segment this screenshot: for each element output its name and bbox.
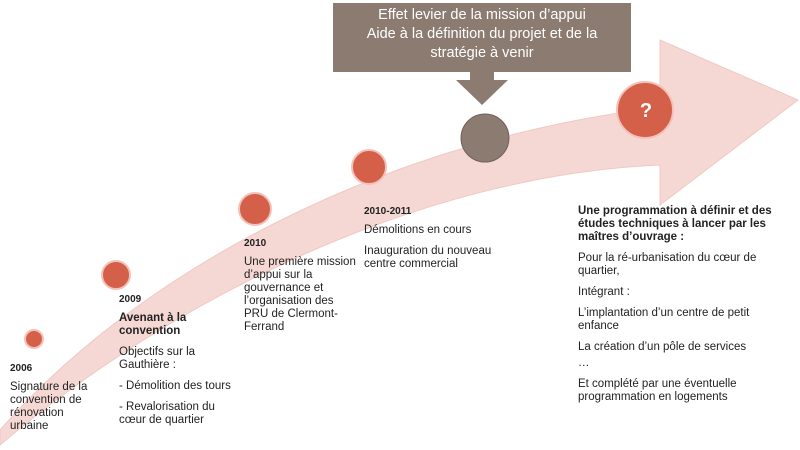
milestone-line: rénovation [10, 407, 64, 419]
milestone-line: Une première mission d’appui sur la gouv… [244, 256, 356, 333]
milestone-year: 2010 [244, 238, 267, 249]
milestone-2010-2011-text: 2010-2011 Démolitions en cours Inaugurat… [364, 205, 504, 274]
milestone-line: Inauguration du nouveau centre commercia… [364, 245, 492, 270]
future-line: Et complété par une éventuelle programma… [578, 378, 737, 403]
milestone-2010-text: 2010 Une première mission d’appui sur la… [244, 237, 359, 334]
callout-line: stratégie à venir [430, 45, 534, 61]
current-position-dot [460, 113, 510, 163]
future-text: Une programmation à définir et des étude… [578, 205, 778, 407]
milestone-line: Signature de la [10, 381, 88, 393]
milestone-heading: Avenant à la convention [119, 312, 187, 337]
milestone-year: 2006 [10, 363, 33, 374]
future-question-dot [616, 81, 674, 139]
future-line: Pour la ré-urbanisation du cœur de quart… [578, 252, 757, 277]
milestone-line: Objectifs sur la Gauthière : [119, 346, 196, 371]
future-line: La création d’un pôle de services [578, 341, 747, 353]
callout-box [333, 3, 631, 105]
milestone-2009-dot [101, 260, 131, 290]
milestone-year: 2010-2011 [364, 206, 412, 217]
timeline-arrow [0, 39, 799, 446]
milestone-line: convention de [10, 394, 82, 406]
milestone-line: - Démolition des tours [119, 380, 231, 392]
milestone-2010-2011-dot [351, 149, 387, 185]
milestone-line: - Revalorisation du cœur de quartier [119, 401, 215, 426]
future-heading: Une programmation à définir et des étude… [578, 205, 772, 243]
milestone-year: 2009 [119, 294, 142, 305]
future-line: Intégrant : [578, 286, 630, 298]
milestone-2006-dot [24, 329, 44, 349]
milestone-line: Démolitions en cours [364, 224, 472, 236]
callout-line: Effet levier de la mission d’appui [378, 7, 586, 23]
milestone-2010-dot [238, 192, 272, 226]
milestone-2006-text: 2006 Signature de la convention de rénov… [10, 362, 105, 433]
future-line: … [578, 357, 590, 369]
callout-line: Aide à la définition du projet et de la [366, 26, 598, 42]
question-mark: ? [639, 100, 653, 122]
milestone-line: urbaine [10, 420, 49, 432]
milestone-2009-text: 2009 Avenant à la convention Objectifs s… [119, 293, 231, 430]
callout-text: Effet levier de la mission d’appui Aide … [334, 6, 630, 63]
future-line: L’implantation d’un centre de petit enfa… [578, 307, 750, 332]
